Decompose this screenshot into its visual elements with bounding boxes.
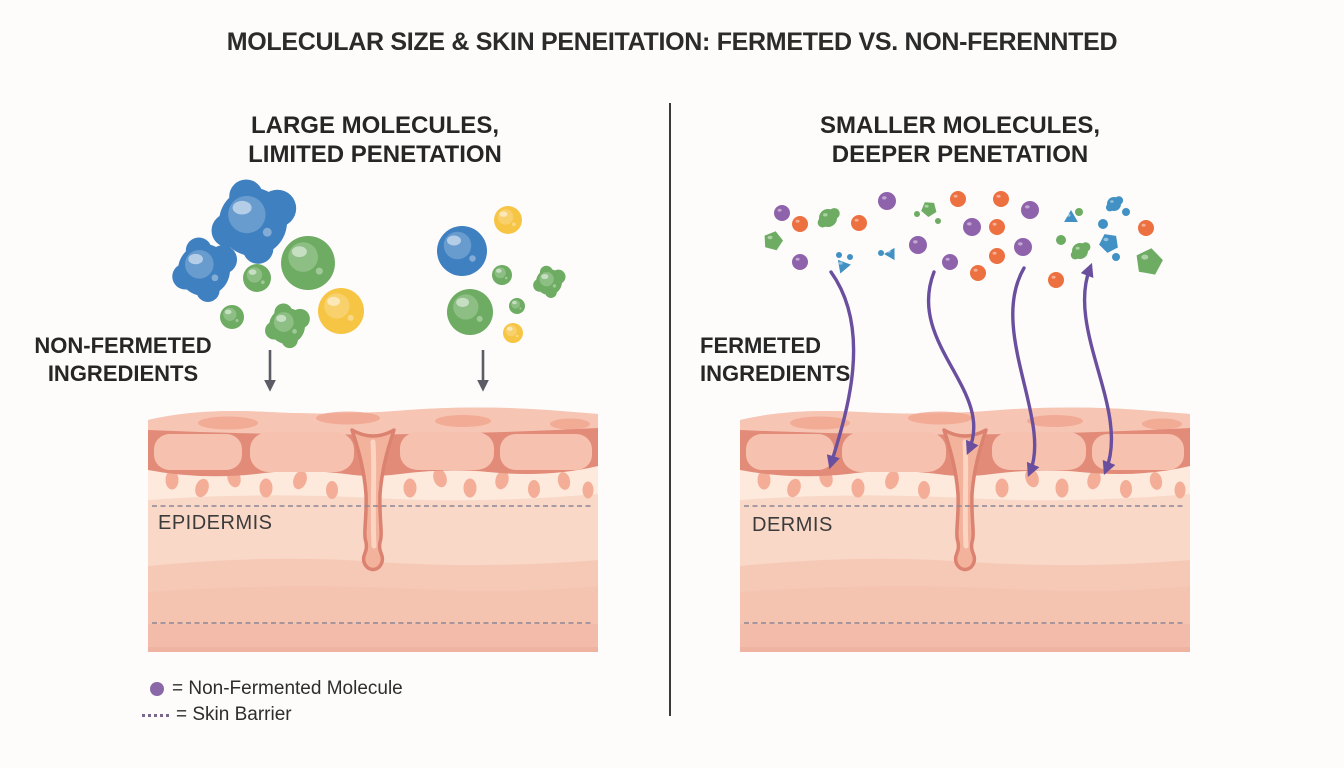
- legend-row-molecule: = Non-Fermented Molecule: [150, 676, 403, 702]
- legend-row-skin-barrier: = Skin Barrier: [142, 702, 403, 728]
- small-molecule-teal_blue: [1122, 208, 1130, 216]
- small-molecule-teal_blue: [837, 259, 851, 274]
- right-panel-heading: SMALLER MOLECULES, DEEPER PENETATION: [790, 111, 1130, 169]
- large-molecule-blue: [172, 237, 238, 302]
- small-molecule-green: [1056, 235, 1066, 245]
- small-molecule-orange: [792, 216, 808, 232]
- large-molecule-green: [265, 303, 310, 349]
- small-molecule-teal_blue: [1099, 234, 1118, 253]
- small-molecule-green: [817, 208, 840, 228]
- large-molecule-green: [492, 265, 512, 285]
- right-heading-line1: SMALLER MOLECULES,: [820, 112, 1100, 139]
- small-molecule-orange: [989, 219, 1005, 235]
- panel-divider-line: [669, 103, 671, 716]
- large-molecule-green: [509, 298, 525, 314]
- small-molecule-purple: [878, 192, 896, 210]
- small-molecule-purple: [1021, 201, 1039, 219]
- small-molecule-teal_blue: [1112, 253, 1120, 261]
- large-molecule-green: [220, 305, 244, 329]
- large-molecule-clusters: [172, 179, 566, 349]
- small-molecule-green: [935, 218, 941, 224]
- small-molecule-orange: [1048, 272, 1064, 288]
- small-molecule-teal_blue: [884, 247, 895, 261]
- large-molecule-blue: [211, 179, 297, 264]
- small-molecule-purple: [909, 236, 927, 254]
- legend: = Non-Fermented Molecule = Skin Barrier: [142, 676, 403, 728]
- small-molecule-teal_blue: [878, 250, 884, 256]
- non-fermented-label-line2: INGREDIENTS: [47, 361, 199, 386]
- main-title: MOLECULAR SIZE & SKIN PENEITATION: FERME…: [226, 28, 1118, 56]
- skin-barrier-dash-icon: [142, 713, 172, 717]
- small-molecule-field: [764, 191, 1163, 288]
- small-molecule-green: [764, 231, 783, 251]
- large-molecule-yellow: [318, 288, 364, 334]
- small-molecule-teal_blue: [1105, 196, 1124, 212]
- small-molecule-green: [1070, 242, 1091, 260]
- small-molecule-green: [921, 202, 937, 217]
- small-molecule-purple: [774, 205, 790, 221]
- small-molecule-green: [1075, 208, 1083, 216]
- non-fermented-ingredients-label: NON-FERMETED INGREDIENTS: [18, 332, 228, 388]
- right-heading-line2: DEEPER PENETATION: [831, 141, 1089, 168]
- small-molecule-green: [914, 211, 920, 217]
- small-molecule-teal_blue: [1098, 219, 1108, 229]
- small-molecule-purple: [792, 254, 808, 270]
- left-heading-line2: LIMITED PENETATION: [248, 141, 502, 168]
- legend-molecule-label: = Non-Fermented Molecule: [172, 678, 403, 699]
- small-molecule-green: [1136, 248, 1163, 275]
- large-molecule-yellow: [503, 323, 523, 343]
- small-molecule-orange: [989, 248, 1005, 264]
- small-molecule-teal_blue: [836, 252, 842, 258]
- small-molecule-orange: [950, 191, 966, 207]
- small-molecule-orange: [1138, 220, 1154, 236]
- fermented-label-line1: FERMETED: [700, 333, 821, 358]
- left-heading-line1: LARGE MOLECULES,: [250, 112, 499, 139]
- fermented-ingredients-label: FERMETED INGREDIENTS: [700, 332, 910, 388]
- small-molecule-purple: [1014, 238, 1032, 256]
- small-molecule-teal_blue: [1064, 210, 1078, 222]
- large-molecule-blue: [437, 226, 487, 276]
- small-molecule-orange: [851, 215, 867, 231]
- large-molecule-green: [447, 289, 493, 335]
- small-molecule-purple: [963, 218, 981, 236]
- small-molecule-purple: [942, 254, 958, 270]
- large-molecule-green: [243, 264, 271, 292]
- large-molecule-green: [533, 265, 566, 298]
- non-fermented-label-line1: NON-FERMETED: [34, 333, 212, 358]
- non-fermented-molecule-dot-icon: [150, 682, 164, 696]
- small-molecule-orange: [970, 265, 986, 281]
- small-molecule-orange: [993, 191, 1009, 207]
- epidermis-label: EPIDERMIS: [158, 512, 273, 534]
- large-molecule-green: [281, 236, 335, 290]
- dermis-label: DERMIS: [752, 514, 833, 536]
- small-molecule-teal_blue: [847, 254, 853, 260]
- fermented-label-line2: INGREDIENTS: [700, 361, 851, 386]
- large-molecule-yellow: [494, 206, 522, 234]
- legend-skin-barrier-label: = Skin Barrier: [176, 704, 292, 725]
- left-panel-heading: LARGE MOLECULES, LIMITED PENETATION: [205, 111, 545, 169]
